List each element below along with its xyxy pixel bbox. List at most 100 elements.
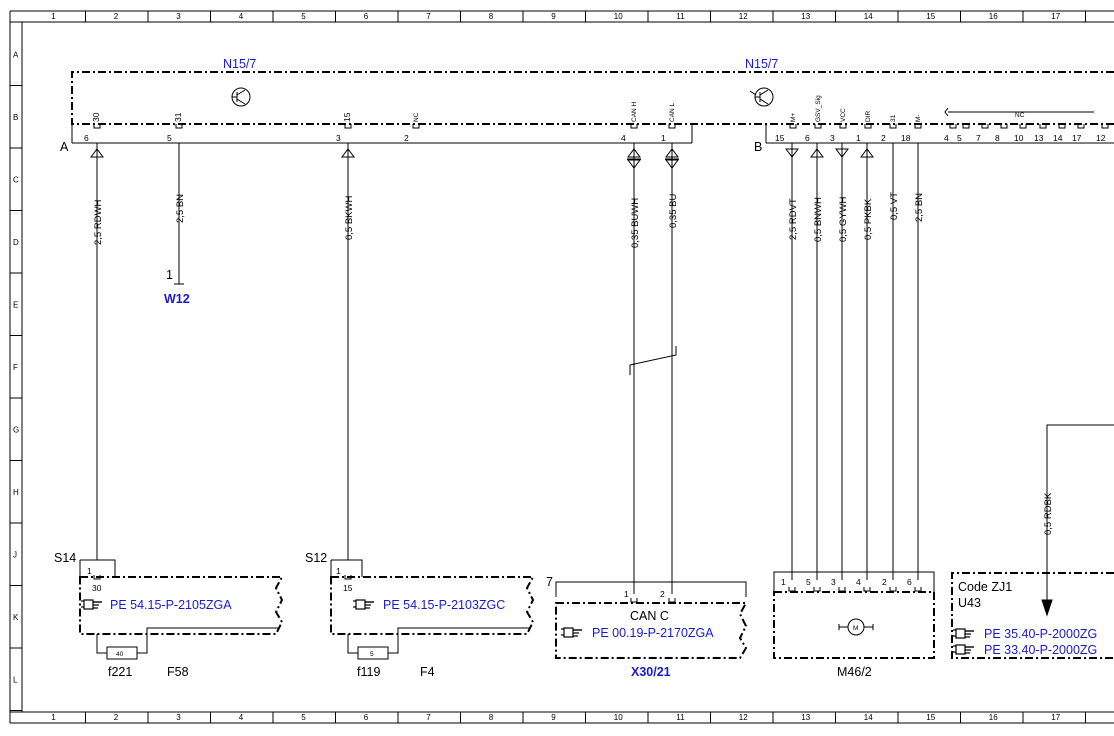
wire-label: 0,5 BNWH [813,197,824,242]
hand-pointer-icon [953,628,974,639]
connector-b-label: B [754,140,762,154]
svg-text:VCC: VCC [840,108,847,122]
pin-a-can-l[interactable]: CAN L 1 [661,102,676,143]
grid-row-label: B [13,113,18,122]
grid-row-label: L [13,675,18,684]
can-block-ref-link[interactable]: PE 00.19-P-2170ZGA [592,626,714,640]
motor-pin-number: 6 [907,577,912,587]
pin-b-nc-group: NC [944,107,1094,119]
svg-text:CAN L: CAN L [669,102,676,122]
grid-col-label: 8 [489,713,494,722]
grid-col-label: 6 [364,12,369,21]
svg-text:18: 18 [901,133,911,143]
wire-label: 0,5 PKBK [863,198,874,240]
fuse-f4-ref-link[interactable]: PE 54.15-P-2103ZGC [383,598,505,612]
grid-row-label: D [13,238,19,247]
fuse-f58-ref-link[interactable]: PE 54.15-P-2105ZGA [110,598,232,612]
grid-row-label: G [13,425,19,434]
svg-text:1: 1 [661,133,666,143]
grid-col-label: 4 [239,12,244,21]
fuse-block-f4[interactable]: S12 1 15 PE 54.15-P-2103ZGC 5 f119 F4 [305,551,535,679]
grid-col-label: 3 [176,12,181,21]
transistor-icon [749,87,774,107]
svg-text:7: 7 [546,575,553,589]
svg-text:2: 2 [660,589,665,599]
grid-row-label: A [13,50,19,59]
pin-a-30[interactable]: 30 6 [84,112,101,143]
svg-text:15: 15 [775,133,785,143]
grid-col-label: 12 [739,713,748,722]
code-block-subtitle: U43 [958,596,981,610]
can-block-title: CAN C [630,609,669,623]
hand-pointer-icons [81,599,974,655]
svg-text:6: 6 [84,133,89,143]
grid-col-label: 14 [864,12,873,21]
wire-label: 0,5 GYWH [838,196,849,242]
svg-text:CAN H: CAN H [631,101,638,122]
grid-col-label: 6 [364,713,369,722]
pin-a-can-h[interactable]: CAN H 4 [621,101,638,143]
svg-text:1: 1 [166,268,173,282]
svg-text:3: 3 [830,133,835,143]
grid-col-label: 9 [551,12,556,21]
pin-b-vcc[interactable]: VCC 3 [830,108,847,143]
module-n15-7[interactable]: N15/7 N15/7 A B [60,57,1114,154]
pin-b-dir[interactable]: DIR 1 [856,111,872,144]
can-block-x30-21[interactable]: 7 1 2 CAN C PE 00.19-P-2170ZGA X30/21 [546,575,748,679]
code-block-ref-link-2[interactable]: PE 33.40-P-2000ZG [984,643,1097,657]
motor-pin-number: 3 [831,577,836,587]
wire-label: 0,5 RDBK [1043,492,1054,535]
wire-label: 0,35 BUWH [630,198,641,248]
code-block-ref-link-1[interactable]: PE 35.40-P-2000ZG [984,627,1097,641]
fuse-block-f58[interactable]: S14 1 30 PE 54.15-P-2105ZGA 40 f221 F58 [54,551,284,679]
code-block-zj1[interactable]: 0,5 RDBK Code ZJ1 U43 PE 35.40-P-2000ZG … [951,424,1114,659]
hand-pointer-icon [561,627,582,638]
module-label-right[interactable]: N15/7 [745,57,778,71]
wire-label: 0,5 VT [889,192,900,220]
grid-col-label: 1 [51,12,56,21]
svg-text:30: 30 [91,112,101,122]
svg-text:S14: S14 [54,551,76,565]
wire-label: 2,5 BN [175,194,186,223]
wire-label: 2,5 BN [914,193,925,222]
connector-a-pins: 30 6 31 5 15 3 NC 2 CAN H 4 CAN L 1 [84,101,676,143]
svg-text:M-: M- [915,114,922,122]
motor-pin-number: 1 [781,577,786,587]
pin-b-gsv-sig[interactable]: GSV_Sig 6 [805,95,822,143]
sheet-frame [9,10,1114,724]
wire-label: 0,5 BKWH [344,196,355,240]
code-block-title: Code ZJ1 [958,580,1012,594]
module-label-left[interactable]: N15/7 [223,57,256,71]
pin-a-15[interactable]: 15 3 [336,112,352,143]
grid-col-label: 5 [301,713,306,722]
ground-w12[interactable]: 1 W12 [164,268,190,306]
grid-col-label: 11 [676,713,685,722]
pin-b-m-plus[interactable]: M+ 15 [775,113,797,143]
svg-text:31: 31 [173,112,183,122]
pin-a-31[interactable]: 31 5 [167,112,183,143]
svg-text:NC: NC [413,112,420,122]
nc-pin-number: 10 [1014,133,1024,143]
ground-w12-label[interactable]: W12 [164,292,190,306]
grid-col-label: 17 [1051,12,1060,21]
nc-pin-number: 8 [995,133,1000,143]
svg-text:31: 31 [890,114,897,122]
grid-row-label: H [13,488,19,497]
nc-pin-number: 12 [1096,133,1106,143]
grid-row-label: C [13,175,19,184]
pin-b-31[interactable]: 31 2 [881,114,897,143]
grid-col-label: 1 [51,713,56,722]
pin-a-nc[interactable]: NC 2 [404,112,420,143]
wire-label: 2,5 RDWH [93,199,104,245]
pin-b-m-minus[interactable]: M- 18 [901,114,922,143]
grid-col-label: 8 [489,12,494,21]
svg-text:f221: f221 [108,665,132,679]
grid-col-label: 10 [614,713,623,722]
grid-row-label: E [13,300,18,309]
svg-text:M+: M+ [790,113,797,122]
can-block-label[interactable]: X30/21 [631,665,671,679]
